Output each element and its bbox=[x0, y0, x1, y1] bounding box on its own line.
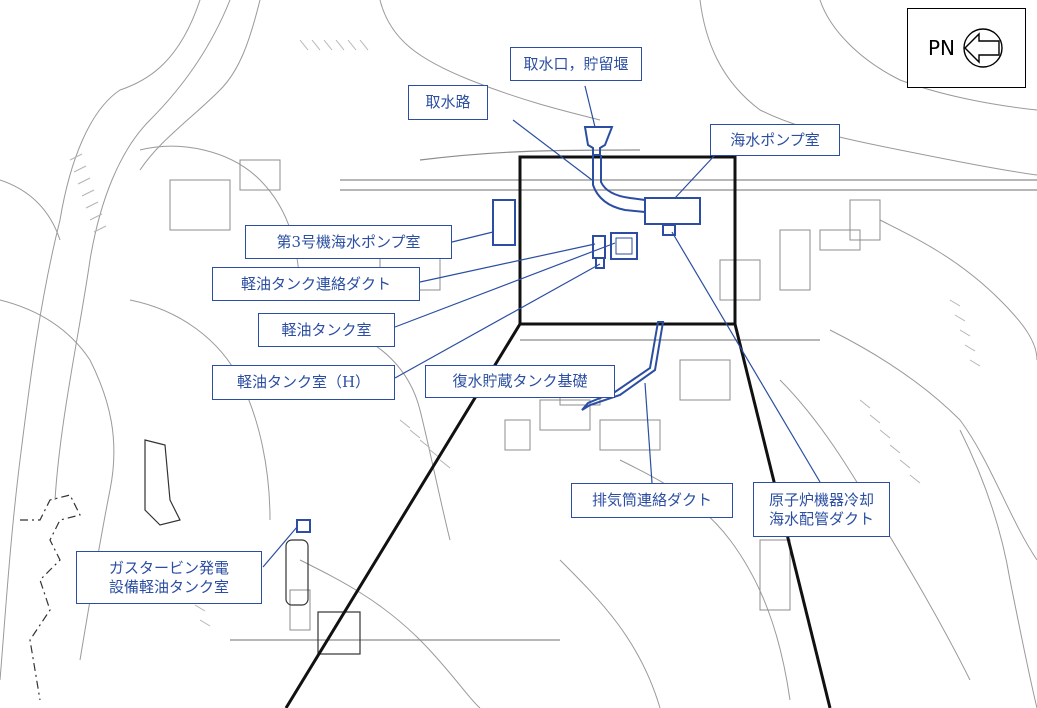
leader-lines bbox=[262, 85, 821, 568]
unit3-seawater-pump-room bbox=[492, 199, 516, 246]
buildings bbox=[169, 159, 881, 631]
light-oil-tank-room-h bbox=[595, 257, 605, 269]
gas-turbine-tank-room bbox=[296, 519, 311, 533]
building-outlines-dark bbox=[144, 439, 361, 655]
north-arrow-icon bbox=[963, 28, 1003, 68]
light-oil-tank-room bbox=[610, 232, 638, 260]
label-light-oil-tank-room-h: 軽油タンク室（H） bbox=[212, 365, 395, 400]
intake-channel bbox=[592, 155, 646, 214]
label-light-oil-tank-duct: 軽油タンク連絡ダクト bbox=[212, 267, 420, 301]
label-gas-turbine-line2: 設備軽油タンク室 bbox=[108, 577, 229, 596]
label-reactor-cooling-line1: 原子炉機器冷却 bbox=[768, 490, 874, 509]
label-exhaust-stack-duct: 排気筒連絡ダクト bbox=[571, 483, 733, 518]
label-unit3-seawater-pump-room: 第3号機海水ポンプ室 bbox=[245, 225, 452, 259]
seawater-pump-room bbox=[644, 197, 701, 225]
site-boundary bbox=[20, 494, 81, 701]
north-label: PN bbox=[927, 36, 956, 60]
label-gas-turbine-line1: ガスタービン発電 bbox=[108, 558, 229, 577]
label-condensate-tank-foundation: 復水貯蔵タンク基礎 bbox=[425, 365, 615, 398]
label-light-oil-tank-room: 軽油タンク室 bbox=[258, 313, 395, 347]
reactor-cooling-duct-box bbox=[662, 224, 676, 236]
facility-outlines bbox=[296, 126, 701, 533]
label-intake-channel: 取水路 bbox=[408, 85, 488, 120]
label-reactor-cooling-duct: 原子炉機器冷却 海水配管ダクト bbox=[753, 482, 890, 537]
slope-hatching bbox=[69, 39, 981, 627]
label-gas-turbine-tank-room: ガスタービン発電 設備軽油タンク室 bbox=[76, 551, 262, 604]
detail-frame bbox=[518, 155, 737, 326]
roads bbox=[230, 149, 1037, 641]
label-reactor-cooling-line2: 海水配管ダクト bbox=[768, 509, 874, 528]
plant-north-indicator: PN bbox=[907, 8, 1026, 88]
label-intake: 取水口，貯留堰 bbox=[510, 47, 642, 81]
exhaust-stack-duct bbox=[581, 321, 665, 411]
label-seawater-pump-room: 海水ポンプ室 bbox=[710, 124, 840, 156]
intake-structure bbox=[583, 126, 614, 156]
facility-details bbox=[615, 237, 633, 255]
